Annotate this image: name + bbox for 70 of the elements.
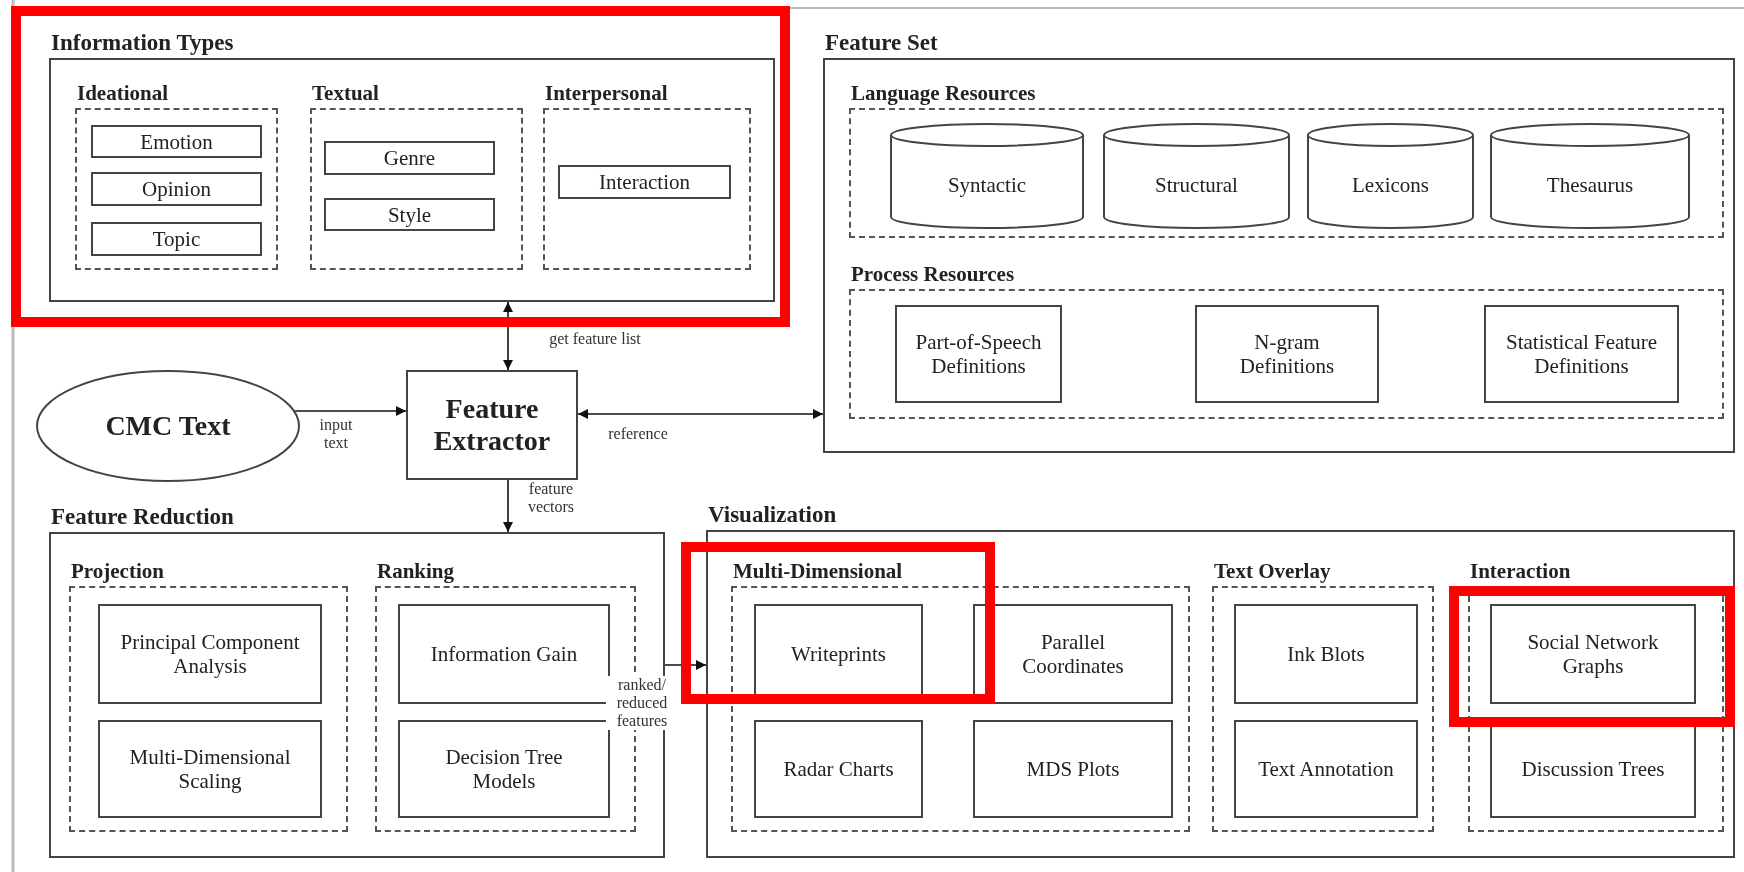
process-box [973,720,1173,818]
box-label: Part-of-Speech Definitions [914,330,1043,378]
group-heading: Projection [71,559,164,583]
process-box [895,305,1062,403]
box-label: Radar Charts [782,757,895,781]
box-label: Opinion [141,177,212,201]
box-label: Thesaurus [1545,173,1635,197]
box-label: Emotion [139,129,214,154]
group-heading: Textual [312,81,379,105]
database-cylinder [890,123,1084,229]
box-label: Style [386,202,433,227]
group-heading: Ideational [77,81,168,105]
process-box [398,720,610,818]
database-cylinder [1103,123,1290,229]
box-label: Multi-Dimensional Scaling [128,745,292,793]
box-label: Ink Blots [1286,642,1366,666]
box-label: Statistical Feature Definitions [1504,330,1658,378]
process-box [91,222,262,256]
box-label: Syntactic [946,173,1028,197]
input-ellipse [36,370,300,482]
arrow [503,301,513,371]
process-box [1490,604,1696,704]
process-box [98,720,322,818]
process-box [98,604,322,704]
process-box [91,125,262,158]
box-label: Social Network Graphs [1526,630,1660,678]
box-label: Principal Component Analysis [119,630,301,678]
database-cylinder [1307,123,1474,229]
box-label: Lexicons [1351,173,1430,197]
group-heading: Language Resources [851,81,1036,105]
box-label: N-gram Definitions [1238,330,1336,378]
group-heading: Multi-Dimensional [733,559,903,583]
arrow [577,409,824,419]
group-heading: Visualization [708,503,837,527]
process-box [91,172,262,206]
process-box [1195,305,1379,403]
group-heading: Ranking [377,559,455,583]
process-box [754,720,923,818]
box-label: Topic [151,227,202,251]
box-label: Discussion Trees [1520,757,1666,781]
box-label: MDS Plots [1025,757,1121,781]
box-label: Decision Tree Models [444,745,564,793]
box-label: Writeprints [790,642,887,666]
arrow [503,479,513,533]
process-box [558,165,731,199]
box-label: Structural [1154,173,1239,197]
process-box [324,141,495,175]
group-heading: Process Resources [851,262,1015,286]
process-box [324,198,495,231]
process-box [1234,604,1418,704]
group-heading: Interpersonal [545,81,668,105]
box-label: Genre [382,146,437,170]
database-cylinder [1490,123,1690,229]
arrow [294,406,407,416]
process-box [398,604,610,704]
box-label: Information Gain [429,642,579,666]
group-heading: Information Types [51,31,234,55]
process-box [406,370,578,480]
process-box [1484,305,1679,403]
process-box [973,604,1173,704]
box-label: CMC Text [104,410,232,442]
box-label: Parallel Coordinates [1021,630,1125,678]
group-heading: Feature Reduction [51,505,234,529]
box-label: Text Annotation [1257,757,1395,781]
group-heading: Feature Set [825,31,938,55]
group-heading: Interaction [1470,559,1571,583]
process-box [1234,720,1418,818]
box-label: Feature Extractor [432,393,552,457]
group-heading: Text Overlay [1214,559,1331,583]
box-label: Interaction [598,170,691,194]
